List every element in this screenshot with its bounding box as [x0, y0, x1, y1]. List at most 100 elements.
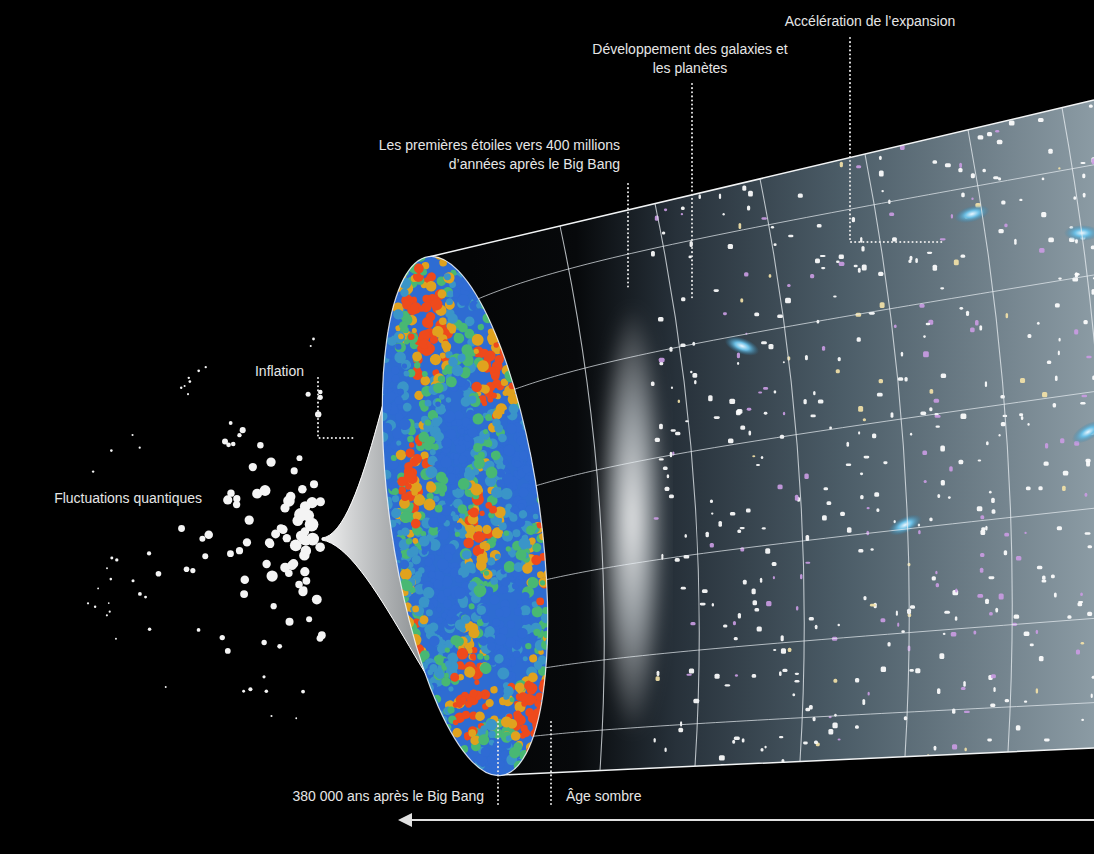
cmb-spot [376, 380, 383, 387]
star-dot [836, 369, 840, 373]
cmb-spot [398, 321, 408, 331]
cmb-spot [368, 381, 380, 393]
star-dot [949, 764, 954, 768]
star-dot [935, 426, 939, 428]
cmb-spot [364, 266, 377, 279]
cmb-spot [442, 742, 452, 752]
star-dot [985, 599, 989, 604]
star-dot [856, 165, 861, 168]
cmb-spot [382, 470, 392, 480]
star-dot [910, 605, 915, 608]
cmb-spot [446, 779, 453, 786]
star-dot [1044, 739, 1050, 742]
star-dot [681, 587, 686, 590]
cmb-spot [469, 773, 481, 785]
star-dot [694, 380, 696, 384]
cmb-spot [372, 265, 380, 273]
star-dot [998, 177, 1001, 180]
star-dot [959, 460, 964, 464]
star-dot [1067, 615, 1071, 619]
star-dot [667, 474, 669, 478]
star-dot [838, 357, 841, 361]
star-dot [800, 574, 802, 579]
cmb-spot [422, 696, 430, 704]
star-dot [1005, 699, 1009, 702]
star-dot [734, 736, 740, 739]
quantum-dot [303, 577, 311, 585]
star-dot [887, 642, 890, 646]
cmb-spot [504, 270, 516, 282]
star-dot [764, 746, 766, 749]
cmb-spot [510, 552, 516, 558]
cmb-spot [445, 740, 452, 747]
cmb-spot [391, 256, 403, 268]
star-dot [681, 206, 685, 210]
spiral-galaxy [885, 510, 924, 540]
star-dot [981, 527, 985, 530]
star-dot [879, 171, 884, 177]
star-dot [658, 317, 663, 321]
star-dot [1038, 486, 1042, 490]
star-dot [915, 258, 918, 263]
star-dot [1004, 533, 1009, 537]
star-dot [774, 390, 777, 393]
star-dot [941, 373, 946, 378]
star-dot [1019, 413, 1023, 416]
star-dot [809, 705, 813, 710]
star-dot [985, 381, 987, 387]
cmb-spot [407, 435, 415, 443]
star-dot [701, 772, 705, 775]
cmb-spot [374, 389, 381, 396]
star-dot [875, 145, 879, 149]
cmb-spot [569, 749, 576, 756]
star-dot [949, 755, 955, 760]
star-dot [1081, 395, 1087, 398]
cmb-spot [514, 374, 524, 384]
cmb-spot [442, 756, 450, 764]
star-dot [747, 206, 750, 211]
cmb-spot [574, 763, 581, 770]
cmb-spot [352, 285, 362, 295]
cmb-spot [461, 264, 467, 270]
star-dot [932, 576, 936, 580]
cmb-spot [400, 288, 409, 297]
star-dot [855, 725, 859, 728]
cmb-spot [436, 550, 442, 556]
star-dot [1074, 329, 1078, 334]
star-dot [889, 779, 893, 782]
star-dot [768, 344, 773, 349]
cmb-spot [420, 375, 431, 386]
star-dot [879, 379, 883, 383]
star-dot [1092, 676, 1094, 679]
cmb-spot [485, 266, 496, 277]
cmb-pattern [345, 237, 585, 795]
star-dot [663, 467, 668, 470]
star-dot [852, 217, 855, 222]
cmb-spot [490, 686, 498, 694]
cmb-spot [507, 770, 519, 782]
cmb-spot [550, 678, 563, 691]
cmb-spot [548, 650, 561, 663]
cmb-spot [503, 332, 510, 339]
star-dot [961, 192, 965, 197]
star-dot [710, 499, 713, 503]
star-dot [936, 583, 939, 587]
star-dot [723, 312, 727, 315]
star-dot [714, 289, 719, 292]
cmb-spot [475, 248, 485, 258]
star-dot [732, 740, 735, 744]
star-dot [738, 613, 741, 619]
cmb-spot [444, 647, 450, 653]
star-dot [832, 723, 837, 729]
quantum-dot [277, 644, 282, 649]
cmb-spot [452, 757, 465, 770]
star-dot [1016, 556, 1021, 561]
star-dot [718, 521, 722, 527]
cmb-spot [472, 530, 485, 543]
cmb-spot [390, 450, 396, 456]
star-dot [742, 106, 746, 108]
star-dot [1092, 289, 1094, 295]
cmb-spot [372, 301, 383, 312]
star-dot [828, 729, 833, 734]
cmb-spot [567, 732, 575, 740]
